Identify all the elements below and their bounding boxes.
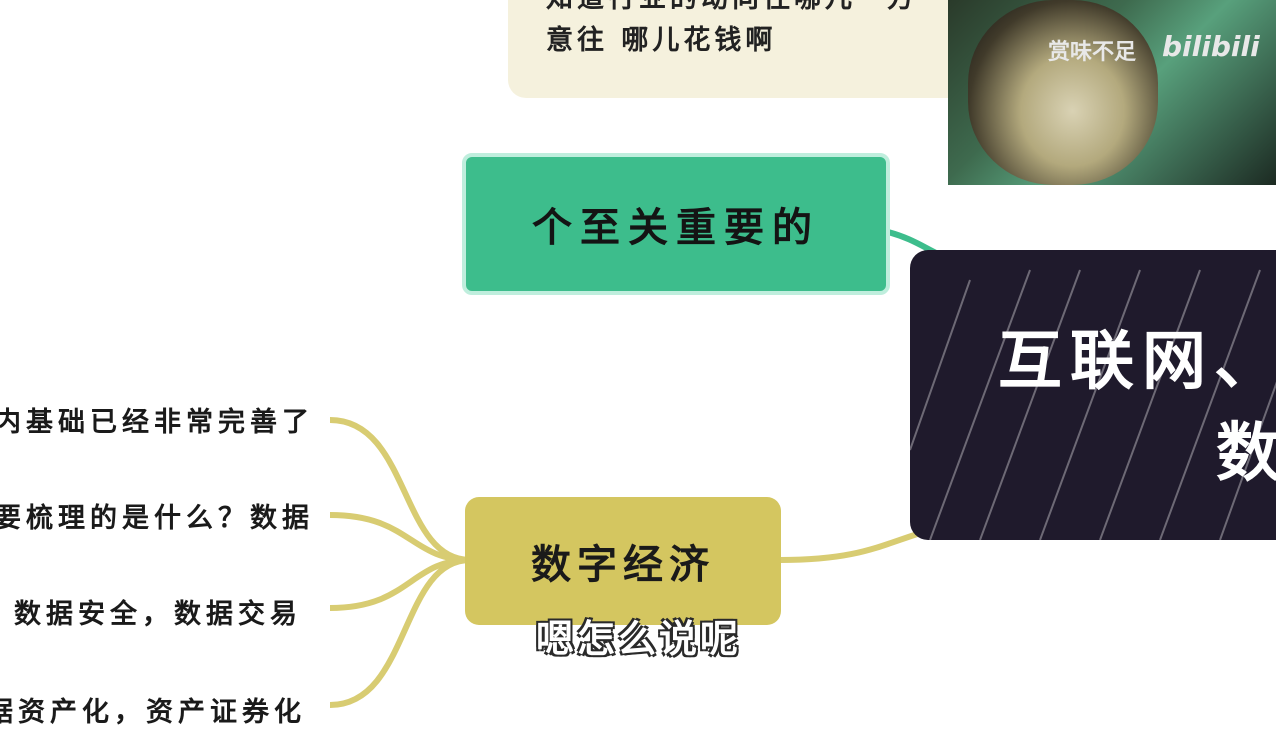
leaf-item-3[interactable]: 数据安全，数据交易	[14, 599, 302, 630]
node-yellow-label: 数字经济	[531, 542, 715, 588]
video-subtitle: 嗯怎么说呢	[536, 617, 742, 661]
root-label-line-1: 互联网、	[998, 325, 1276, 399]
root-hatch-texture	[910, 269, 1276, 540]
top-note-line-2: 意往 哪儿花钱啊	[546, 25, 777, 56]
mindmap-root-node[interactable]: 互联网、 数	[910, 250, 1276, 540]
webcam-overlay: 赏味不足 bilibili	[948, 0, 1276, 185]
mindmap-node-green[interactable]: 个至关重要的	[462, 153, 890, 295]
top-note[interactable]: 知道行业的动向往哪儿一方 意往 哪儿花钱啊	[508, 0, 968, 98]
leaf-item-4[interactable]: 据资产化，资产证券化	[0, 697, 306, 728]
root-label-line-2: 数	[1216, 417, 1276, 491]
bilibili-logo: bilibili	[1162, 30, 1260, 63]
leaf-item-2[interactable]: 要梳理的是什么？数据	[0, 503, 314, 534]
watermark-text: 赏味不足	[1048, 40, 1137, 65]
node-green-label: 个至关重要的	[532, 205, 820, 251]
top-note-line-1: 知道行业的动向往哪儿一方	[546, 0, 918, 15]
leaf-item-1[interactable]: 内基础已经非常完善了	[0, 407, 314, 438]
mindmap-node-yellow[interactable]: 数字经济	[465, 497, 781, 625]
streamer-face	[968, 0, 1158, 185]
